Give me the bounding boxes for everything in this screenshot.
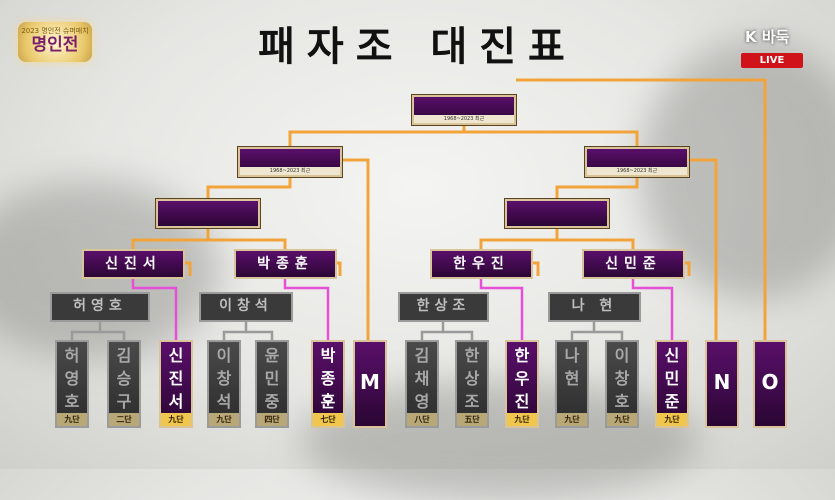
player-rank: 九단 — [607, 413, 637, 426]
player-card: N — [705, 340, 739, 428]
round2-box-2: 박종훈 — [234, 249, 337, 279]
semifinal-left-slot: 1968~2023 최근 — [238, 147, 342, 177]
line-l-sf-n — [689, 158, 718, 340]
gray-lc — [222, 322, 248, 340]
logo-title: 명인전 — [31, 35, 79, 55]
player-name: O — [761, 370, 779, 394]
page-title: 패자조 대진표 — [258, 23, 577, 70]
semifinal-right-date: 1968~2023 최근 — [587, 167, 687, 175]
player-rank: 九단 — [161, 413, 191, 426]
quarter-right-slot — [505, 199, 609, 228]
broadcaster-logo: K 바둑 — [745, 28, 790, 46]
player-rank: 九단 — [57, 413, 87, 426]
pink-r1 — [479, 278, 524, 340]
pink-l2 — [283, 278, 330, 340]
round2-box-1: 신진서 — [82, 249, 185, 279]
line-rq — [479, 228, 559, 250]
event-logo: 2023 명인전 슈퍼매치 명인전 — [18, 22, 92, 62]
round1-box-3: 한상조 — [398, 292, 489, 322]
line-left-split — [206, 175, 292, 199]
player-rank: 九단 — [209, 413, 239, 426]
line-right-split — [555, 175, 639, 199]
player-rank: 八단 — [407, 413, 437, 426]
round1-box-2: 이창석 — [199, 292, 293, 322]
player-rank: 五단 — [457, 413, 487, 426]
line-top-split-r — [464, 130, 639, 147]
round1-box-4: 나 현 — [548, 292, 641, 322]
player-rank: 四단 — [257, 413, 287, 426]
player-rank: 九단 — [657, 413, 687, 426]
line-pjh — [337, 261, 342, 276]
semifinal-right-slot: 1968~2023 최근 — [585, 147, 689, 177]
round1-box-1: 허영호 — [50, 292, 150, 322]
live-badge: LIVE — [741, 53, 803, 68]
gray-hs — [420, 322, 445, 340]
player-rank: 九단 — [507, 413, 537, 426]
player-card: O — [753, 340, 787, 428]
player-rank: 九단 — [557, 413, 587, 426]
semifinal-left-date: 1968~2023 최근 — [240, 167, 340, 175]
gray-hs2 — [443, 330, 474, 340]
gray-hy — [70, 322, 102, 340]
line-lq — [131, 228, 210, 250]
player-name: N — [713, 370, 731, 394]
line-top-split — [288, 125, 466, 147]
round2-box-3: 한우진 — [430, 249, 533, 279]
pink-l1 — [131, 278, 178, 340]
gray-nh — [570, 322, 596, 340]
line-sjs — [185, 261, 192, 276]
gray-nh2 — [594, 330, 624, 340]
round2-box-4: 신민준 — [582, 249, 685, 279]
quarter-left-slot — [156, 199, 260, 228]
player-rank: 二단 — [109, 413, 139, 426]
line-smj — [685, 261, 691, 276]
line-lq2 — [208, 238, 287, 250]
logo-subtitle: 2023 명인전 슈퍼매치 — [21, 27, 89, 35]
gray-lc2 — [246, 330, 274, 340]
line-rq2 — [557, 238, 635, 250]
player-rank: 七단 — [313, 413, 343, 426]
gray-hy2 — [100, 330, 126, 340]
line-hwj — [533, 261, 540, 276]
bracket-lines — [70, 78, 767, 340]
line-final-right — [516, 78, 767, 340]
pink-r2 — [631, 278, 674, 340]
player-card: M — [353, 340, 387, 428]
player-name: M — [360, 370, 380, 394]
line-l-sf-m — [342, 158, 370, 340]
final-date: 1968~2023 최근 — [414, 115, 514, 123]
final-slot: 1968~2023 최근 — [412, 95, 516, 125]
